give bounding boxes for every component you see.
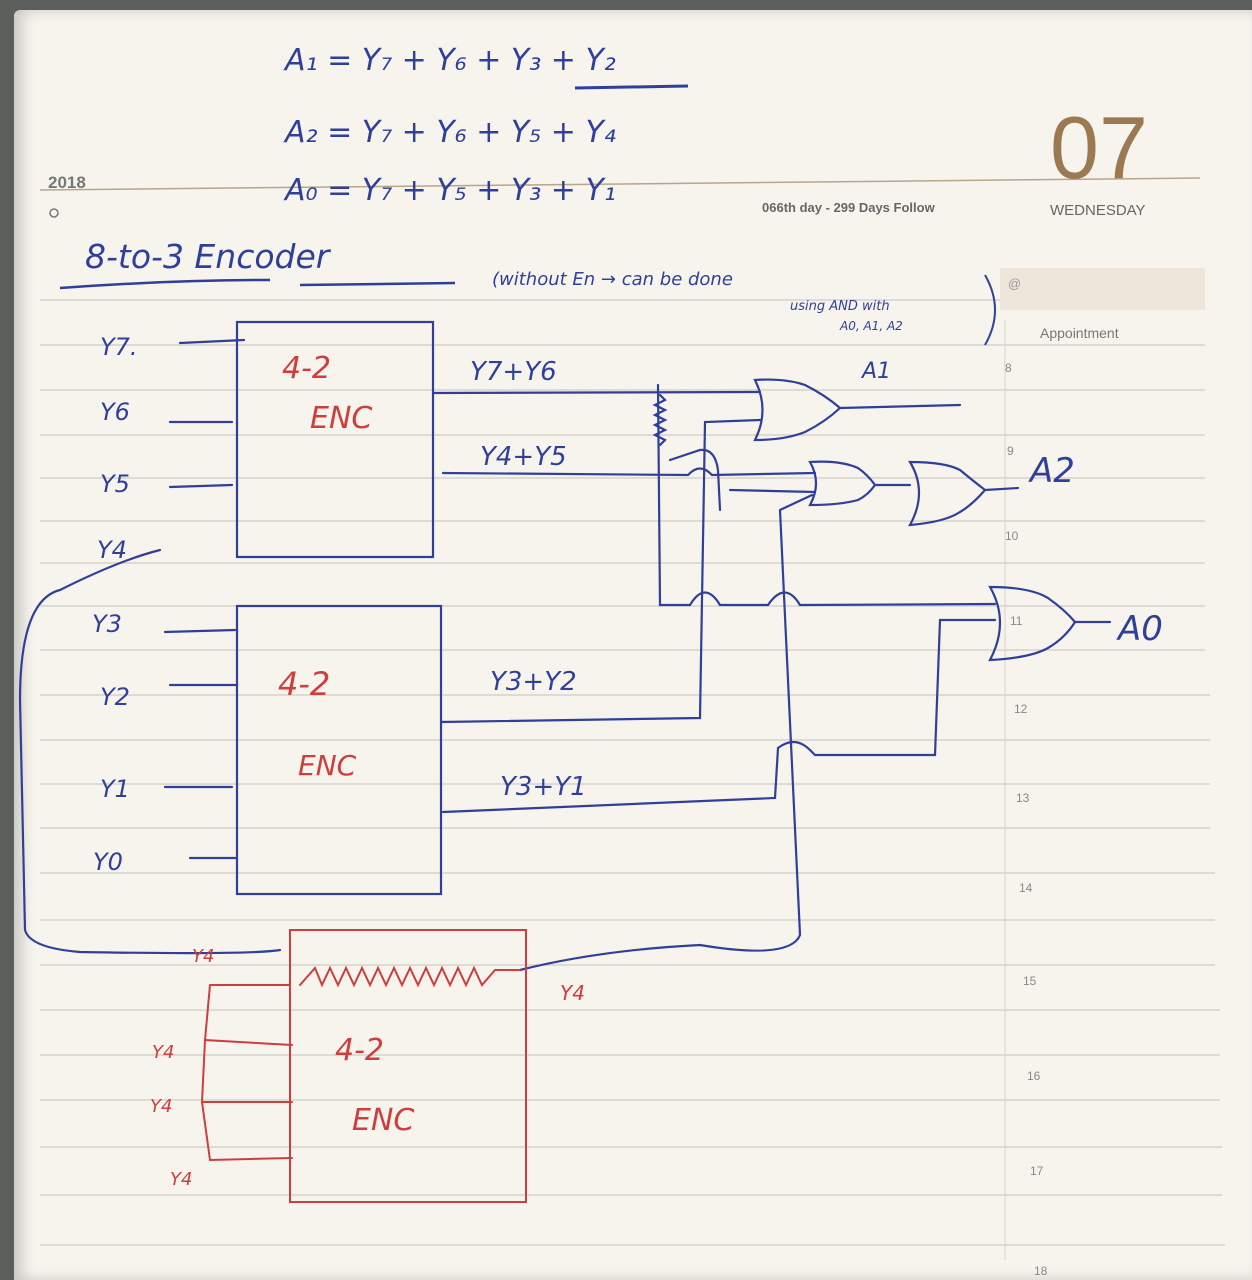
input-label-y2: Y2 bbox=[100, 683, 130, 711]
wire-y7y6-to-a0 bbox=[656, 383, 997, 607]
output-label-a2: A2 bbox=[1028, 451, 1075, 491]
wire-label-y4y5: Y4+Y5 bbox=[480, 442, 567, 472]
hour-15: 15 bbox=[1023, 974, 1037, 988]
bottom-encoder-label-1: 4-2 bbox=[278, 665, 330, 703]
output-wire-a1 bbox=[838, 403, 962, 410]
weekday-label: WEDNESDAY bbox=[1050, 202, 1146, 219]
note-line-2: using AND with bbox=[790, 299, 890, 314]
note-line-1: (without En → can be done bbox=[492, 269, 733, 290]
hour-11: 11 bbox=[1010, 614, 1023, 628]
resistor-squiggle bbox=[652, 393, 668, 447]
input-wire-y4 bbox=[18, 548, 282, 955]
hour-9: 9 bbox=[1007, 444, 1014, 458]
red-input-label-1: Y4 bbox=[192, 946, 214, 967]
output-label-a0: A0 bbox=[1116, 609, 1163, 649]
appointment-label: Appointment bbox=[1040, 325, 1119, 341]
title-underline bbox=[59, 278, 456, 290]
input-wire-y3 bbox=[163, 628, 237, 634]
equation-a1: A₁ = Y₇ + Y₆ + Y₃ + Y₂ bbox=[283, 43, 616, 78]
or-gate-a1 bbox=[753, 378, 842, 442]
ruled-lines bbox=[40, 299, 1225, 1246]
planner-page bbox=[14, 10, 1252, 1280]
input-label-y4: Y4 bbox=[97, 536, 127, 564]
input-wire-y5 bbox=[168, 483, 234, 489]
or-gate-a2-inner bbox=[808, 460, 877, 507]
hour-labels: 8 9 10 11 12 13 14 15 16 17 18 bbox=[1005, 361, 1048, 1278]
input-wire-y7 bbox=[178, 338, 246, 345]
at-icon: @ bbox=[1008, 276, 1021, 291]
wire-y3y1 bbox=[441, 618, 997, 814]
hour-13: 13 bbox=[1016, 791, 1030, 805]
red-input-wires bbox=[200, 984, 293, 1162]
wire-label-y3y2: Y3+Y2 bbox=[490, 667, 577, 697]
day-number: 07 bbox=[1050, 98, 1148, 197]
input-label-y7: Y7. bbox=[100, 333, 138, 361]
wire-label-y7y6: Y7+Y6 bbox=[470, 357, 557, 387]
red-encoder-label-1: 4-2 bbox=[335, 1033, 384, 1068]
or-gate-a2 bbox=[908, 460, 987, 527]
red-output-label: Y4 bbox=[560, 981, 585, 1005]
wire-y7y6 bbox=[431, 390, 762, 395]
year-label: 2018 bbox=[48, 173, 86, 192]
appointment-band bbox=[1000, 268, 1205, 310]
hour-17: 17 bbox=[1030, 1164, 1044, 1178]
red-encoder-box bbox=[289, 929, 527, 1203]
wire-y4y5 bbox=[441, 467, 817, 477]
equation-a0: A₀ = Y₇ + Y₅ + Y₃ + Y₁ bbox=[283, 173, 616, 208]
red-input-label-3: Y4 bbox=[150, 1096, 172, 1117]
top-encoder-label-2: ENC bbox=[310, 401, 372, 436]
input-label-y1: Y1 bbox=[100, 775, 130, 803]
input-label-y5: Y5 bbox=[100, 470, 130, 498]
bullet-icon bbox=[49, 208, 59, 218]
top-encoder-box bbox=[235, 320, 435, 559]
note-bracket bbox=[984, 274, 996, 346]
bottom-encoder-label-2: ENC bbox=[298, 749, 357, 782]
red-scribble bbox=[299, 965, 521, 988]
wire-feedback bbox=[518, 493, 814, 972]
day-progress: 066th day - 299 Days Follow bbox=[762, 200, 936, 215]
header-rule bbox=[39, 177, 1201, 191]
input-label-y6: Y6 bbox=[100, 398, 130, 426]
top-encoder-label-1: 4-2 bbox=[282, 351, 331, 386]
hour-18: 18 bbox=[1034, 1264, 1048, 1278]
wire-label-y3y1: Y3+Y1 bbox=[500, 772, 587, 802]
note-line-3: A0, A1, A2 bbox=[839, 319, 903, 333]
input-label-y0: Y0 bbox=[93, 848, 123, 876]
red-input-label-4: Y4 bbox=[170, 1169, 192, 1190]
hour-8: 8 bbox=[1005, 361, 1012, 375]
bottom-encoder-box bbox=[235, 604, 443, 896]
output-wire-a2 bbox=[873, 483, 1020, 492]
red-encoder-label-2: ENC bbox=[352, 1103, 414, 1138]
wire-a2-stage bbox=[668, 448, 817, 512]
hour-14: 14 bbox=[1019, 881, 1033, 895]
hour-10: 10 bbox=[1005, 529, 1019, 543]
equation-underline bbox=[574, 84, 689, 90]
wire-y3y2 bbox=[439, 418, 762, 724]
input-label-y3: Y3 bbox=[92, 610, 122, 638]
or-gate-a0 bbox=[988, 585, 1077, 662]
output-label-a1: A1 bbox=[860, 359, 891, 384]
diagram-title: 8-to-3 Encoder bbox=[85, 237, 332, 276]
hour-12: 12 bbox=[1014, 702, 1028, 716]
red-input-label-2: Y4 bbox=[152, 1042, 174, 1063]
equation-a2: A₂ = Y₇ + Y₆ + Y₅ + Y₄ bbox=[283, 115, 616, 150]
hour-16: 16 bbox=[1027, 1069, 1041, 1083]
